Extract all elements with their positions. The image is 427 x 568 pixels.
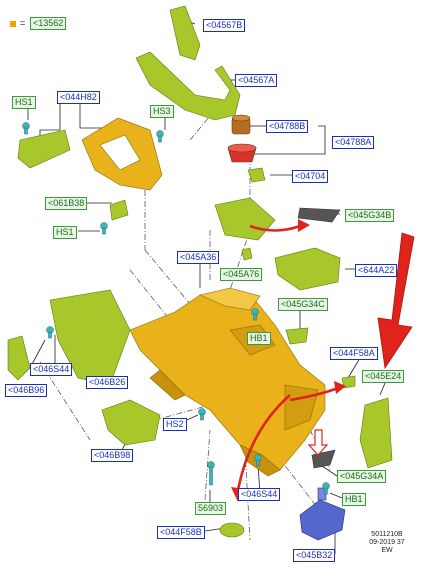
label-045G34A: <045G34A (337, 470, 387, 483)
label-hs1-mid: HS1 (53, 226, 77, 239)
legend-label: <13562 (30, 17, 67, 30)
label-046B26: <046B26 (86, 376, 129, 389)
label-hs2: HS2 (163, 418, 187, 431)
label-045A36: <045A36 (177, 251, 220, 264)
blue-bracket (299, 487, 346, 541)
red-arrows (231, 219, 415, 502)
fasteners (22, 122, 330, 495)
label-04567B: <04567B (203, 19, 246, 32)
label-044F58B: <044F58B (157, 526, 205, 539)
legend-equals: = (20, 18, 26, 28)
label-044F58A: <044F58A (330, 347, 378, 360)
footer-line-1: 5011210B (371, 531, 403, 538)
label-045G34C: <045G34C (278, 298, 328, 311)
label-061B38: <061B38 (45, 197, 88, 210)
label-hs1-top: HS1 (12, 96, 36, 109)
label-045E24: <045E24 (362, 370, 405, 383)
footer-line-3: EW (381, 547, 393, 554)
green-trim-parts (7, 5, 393, 538)
label-044H82: <044H82 (57, 91, 100, 104)
gear-bezel-frame (81, 117, 163, 191)
label-hb1-mid: HB1 (247, 332, 271, 345)
label-04788B: <04788B (266, 120, 309, 133)
label-04567A: <04567A (235, 74, 278, 87)
label-56903: 56903 (195, 502, 227, 515)
label-hs3: HS3 (150, 105, 174, 118)
label-046B98: <046B98 (91, 449, 134, 462)
label-046B96: <046B96 (5, 384, 48, 397)
center-console-body (129, 287, 326, 477)
label-644A22: <644A22 (355, 264, 398, 277)
label-04788A: <04788A (332, 136, 375, 149)
label-045G34B: <045G34B (345, 209, 395, 222)
label-045B32: <045B32 (293, 549, 336, 562)
label-046S44-bottom: <046S44 (238, 488, 281, 501)
legend-swatch (10, 21, 16, 27)
label-046S44-left: <046S44 (30, 363, 73, 376)
label-045A76: <045A76 (220, 268, 263, 281)
footer-reference: 5011210B 09-2019 37 EW (358, 531, 416, 555)
footer-line-2: 09-2019 37 (369, 539, 405, 546)
label-04704: <04704 (292, 170, 329, 183)
label-hb1-bottom: HB1 (342, 493, 366, 506)
cup-holder-parts (227, 114, 257, 163)
